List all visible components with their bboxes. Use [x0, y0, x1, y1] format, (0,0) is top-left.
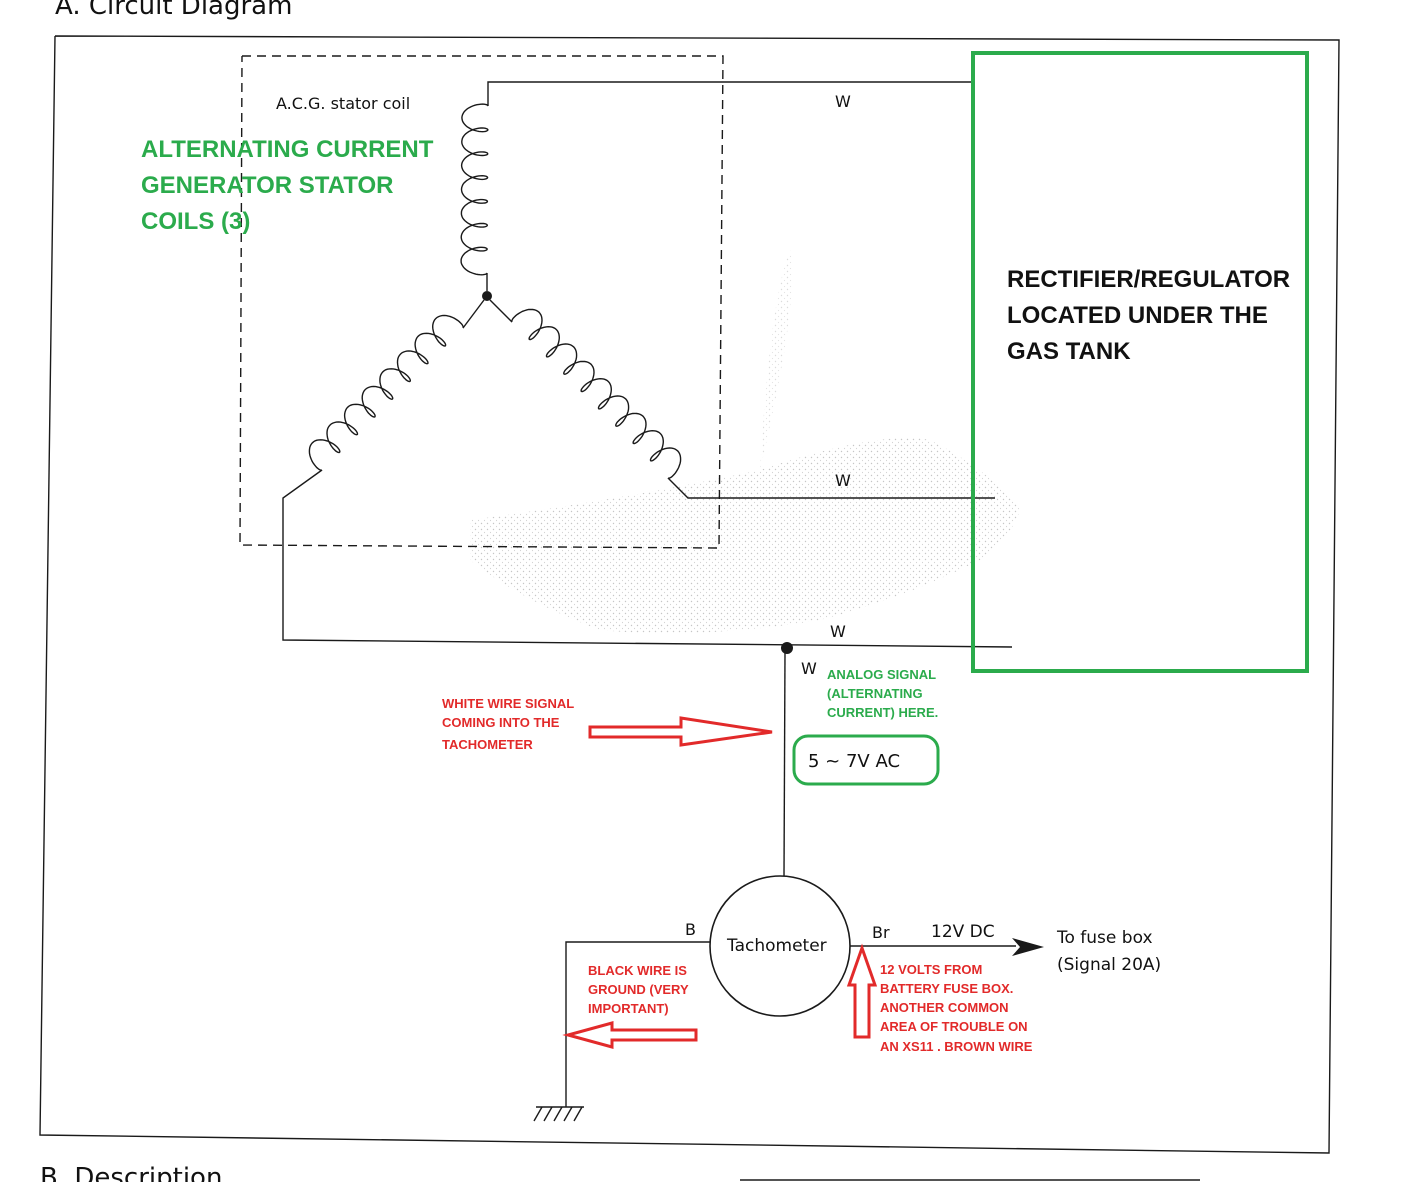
diagram-frame: [39, 35, 1340, 1154]
rectifier-label: RECTIFIER/REGULATOR LOCATED UNDER THE GA…: [1007, 266, 1290, 365]
analog-signal-line: ANALOG SIGNAL: [827, 667, 936, 682]
arrow-right-icon: [588, 716, 773, 747]
stator-boundary: [239, 55, 724, 549]
bottom-wire-label: W: [830, 622, 846, 641]
bottom-wire: [282, 469, 1013, 648]
rectifier-label-line: RECTIFIER/REGULATOR: [1007, 266, 1290, 293]
power-annotation-line: AREA OF TROUBLE ON: [880, 1019, 1028, 1034]
tach-feed-wire: [783, 651, 786, 877]
stator-annotation: ALTERNATING CURRENT GENERATOR STATOR COI…: [141, 136, 434, 235]
power-voltage: 12V DC: [931, 922, 995, 942]
coil-winding: [460, 103, 489, 276]
stator-label: A.C.G. stator coil: [276, 94, 410, 113]
fuse-box-destination-line: To fuse box: [1056, 928, 1153, 948]
ground-wire: [565, 941, 710, 1107]
coil-winding: [511, 308, 682, 479]
ground-wire-label: B: [685, 920, 696, 939]
ground-note-line: GROUND (VERY: [588, 982, 689, 997]
coil-winding: [308, 314, 464, 471]
tach-feed-junction: [781, 642, 793, 654]
stator-coil-left: [308, 314, 464, 471]
analog-signal-line: (ALTERNATING: [827, 686, 923, 701]
white-wire-note-line: TACHOMETER: [442, 737, 533, 752]
middle-wire-label: W: [835, 471, 851, 490]
section-a-heading: A. Circuit Diagram: [55, 0, 292, 21]
top-wire-label: W: [835, 92, 851, 111]
rectifier-label-line: GAS TANK: [1007, 338, 1131, 365]
section-b-heading: B. Description: [40, 1163, 222, 1182]
stator-coil-top: [460, 103, 489, 276]
voltage-badge-text: 5 ~ 7V AC: [808, 751, 900, 772]
power-annotation-line: BATTERY FUSE BOX.: [880, 981, 1013, 996]
power-wire-label: Br: [872, 923, 890, 942]
rectifier-label-line: LOCATED UNDER THE: [1007, 302, 1268, 329]
analog-signal-line: CURRENT) HERE.: [827, 705, 938, 720]
ground-note: BLACK WIRE IS GROUND (VERY IMPORTANT): [588, 963, 689, 1016]
power-annotation: 12 VOLTS FROM BATTERY FUSE BOX. ANOTHER …: [880, 962, 1033, 1054]
stator-annotation-line: GENERATOR STATOR: [141, 172, 393, 199]
ground-note-line: IMPORTANT): [588, 1001, 669, 1016]
stator-coil-right: [511, 308, 682, 479]
neutral-lead-left: [462, 299, 485, 329]
fuse-box-destination-line: (Signal 20A): [1057, 955, 1161, 975]
white-wire-note-line: COMING INTO THE: [442, 715, 560, 730]
scan-noise: [470, 250, 1020, 634]
rectifier-regulator-box: [971, 51, 1309, 673]
stator-annotation-line: COILS (3): [141, 208, 250, 235]
tach-feed-label: W: [801, 659, 817, 678]
middle-wire: [667, 477, 995, 499]
ground-symbol-icon: [533, 1106, 584, 1122]
stator-annotation-line: ALTERNATING CURRENT: [141, 136, 434, 163]
power-annotation-line: AN XS11 . BROWN WIRE: [880, 1039, 1033, 1054]
analog-signal-annotation: ANALOG SIGNAL (ALTERNATING CURRENT) HERE…: [827, 667, 938, 720]
arrow-left-icon: [562, 1021, 698, 1049]
arrow-up-icon: [846, 943, 878, 1039]
power-annotation-line: ANOTHER COMMON: [880, 1000, 1009, 1015]
power-annotation-line: 12 VOLTS FROM: [880, 962, 982, 977]
ground-note-line: BLACK WIRE IS: [588, 963, 687, 978]
white-wire-note-line: WHITE WIRE SIGNAL: [442, 696, 574, 711]
white-wire-note: WHITE WIRE SIGNAL COMING INTO THE TACHOM…: [442, 696, 574, 752]
arrowhead-icon: [1012, 938, 1044, 956]
tachometer-label: Tachometer: [726, 936, 827, 956]
neutral-junction: [482, 291, 492, 301]
voltage-badge: [792, 734, 940, 786]
neutral-lead-right: [489, 299, 513, 323]
fuse-box-destination: To fuse box (Signal 20A): [1056, 928, 1161, 975]
top-wire: [487, 81, 973, 106]
